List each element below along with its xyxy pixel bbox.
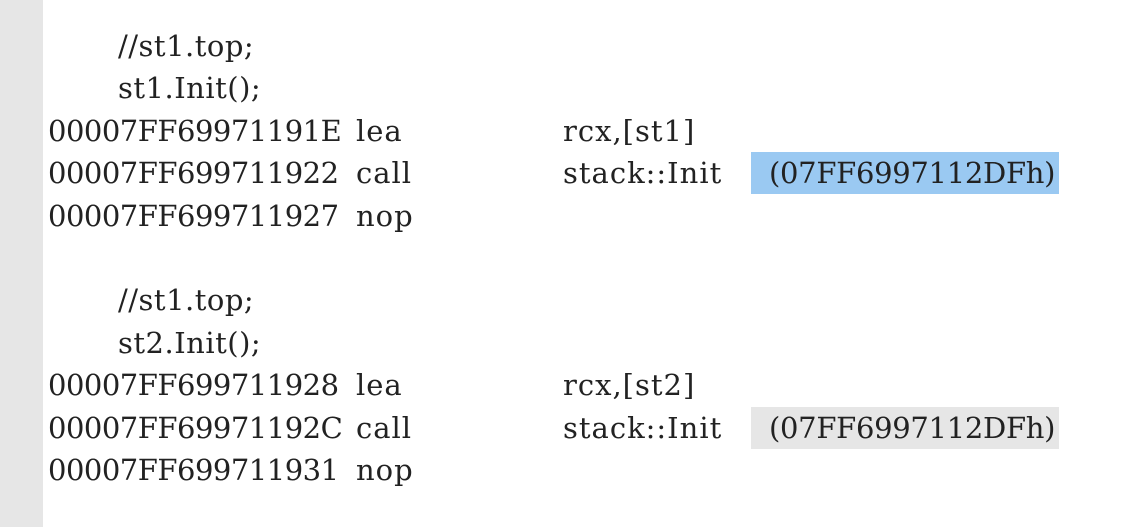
instruction-address: 00007FF69971192C (48, 410, 343, 445)
blank-line (48, 237, 1128, 279)
code-area[interactable]: //st1.top; st1.Init(); 00007FF69971191E … (48, 25, 1128, 491)
source-line: st1.Init(); (48, 67, 1128, 109)
instruction-mnemonic: call (356, 410, 413, 445)
instruction-address: 00007FF699711928 (48, 368, 339, 403)
call-target-address-selected[interactable]: (07FF6997112DFh) (751, 152, 1059, 195)
asm-line[interactable]: 00007FF699711927 nop (48, 195, 1128, 237)
line-gutter[interactable] (0, 0, 43, 527)
source-text: st1.Init(); (118, 71, 262, 106)
instruction-mnemonic: lea (356, 113, 403, 148)
instruction-mnemonic: lea (356, 368, 403, 403)
instruction-address: 00007FF69971191E (48, 113, 342, 148)
instruction-mnemonic: nop (356, 452, 414, 487)
instruction-operands: stack::Init (563, 156, 723, 191)
instruction-mnemonic: call (356, 156, 413, 191)
call-target-address-highlighted[interactable]: (07FF6997112DFh) (751, 406, 1059, 449)
asm-line[interactable]: 00007FF69971191E lea rcx,[st1] (48, 110, 1128, 152)
instruction-operands: rcx,[st2] (563, 368, 696, 403)
asm-line[interactable]: 00007FF699711922 call stack::Init (07FF6… (48, 152, 1128, 195)
source-text: //st1.top; (118, 283, 255, 318)
instruction-address: 00007FF699711927 (48, 198, 339, 233)
instruction-address: 00007FF699711931 (48, 452, 339, 487)
source-line: //st1.top; (48, 25, 1128, 67)
asm-line[interactable]: 00007FF69971192C call stack::Init (07FF6… (48, 406, 1128, 449)
source-text: //st1.top; (118, 29, 255, 63)
instruction-mnemonic: nop (356, 198, 414, 233)
instruction-address: 00007FF699711922 (48, 156, 339, 191)
source-line: st2.Init(); (48, 322, 1128, 364)
asm-line[interactable]: 00007FF699711928 lea rcx,[st2] (48, 364, 1128, 406)
instruction-operands: stack::Init (563, 410, 723, 445)
source-text: st2.Init(); (118, 325, 262, 360)
instruction-operands: rcx,[st1] (563, 113, 696, 148)
source-line: //st1.top; (48, 279, 1128, 321)
asm-line[interactable]: 00007FF699711931 nop (48, 449, 1128, 491)
